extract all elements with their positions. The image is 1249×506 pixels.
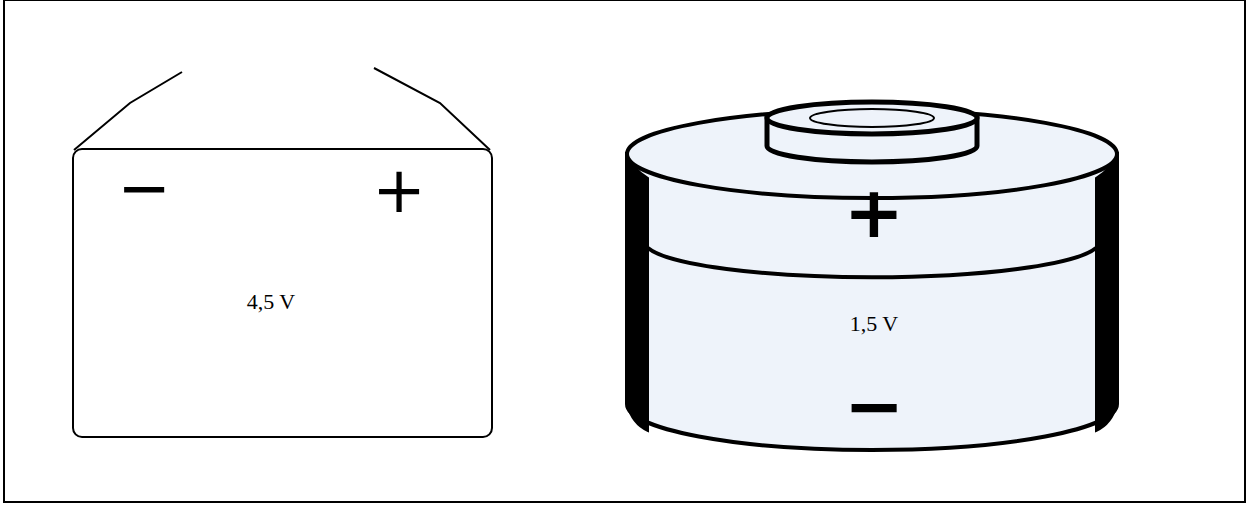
polarity-sign: + xyxy=(844,176,904,248)
terminal-ring xyxy=(810,109,934,127)
polarity-sign: − xyxy=(844,370,904,442)
outer-frame xyxy=(4,0,1245,502)
cylinder-battery: +1,5 V − xyxy=(624,98,1120,458)
positive-tab xyxy=(374,68,490,150)
polarity-sign: + xyxy=(372,158,426,222)
voltage-label: 4,5 V xyxy=(247,291,296,313)
voltage-label: 1,5 V xyxy=(850,313,899,335)
negative-tab xyxy=(74,72,182,150)
left-shade xyxy=(627,154,648,431)
polarity-sign: − xyxy=(117,156,171,220)
label-band xyxy=(648,248,1096,277)
battery-body xyxy=(627,154,1117,450)
flat-battery: − +4,5 V xyxy=(72,148,493,438)
terminal-top xyxy=(767,102,977,134)
right-shade xyxy=(1096,154,1117,431)
